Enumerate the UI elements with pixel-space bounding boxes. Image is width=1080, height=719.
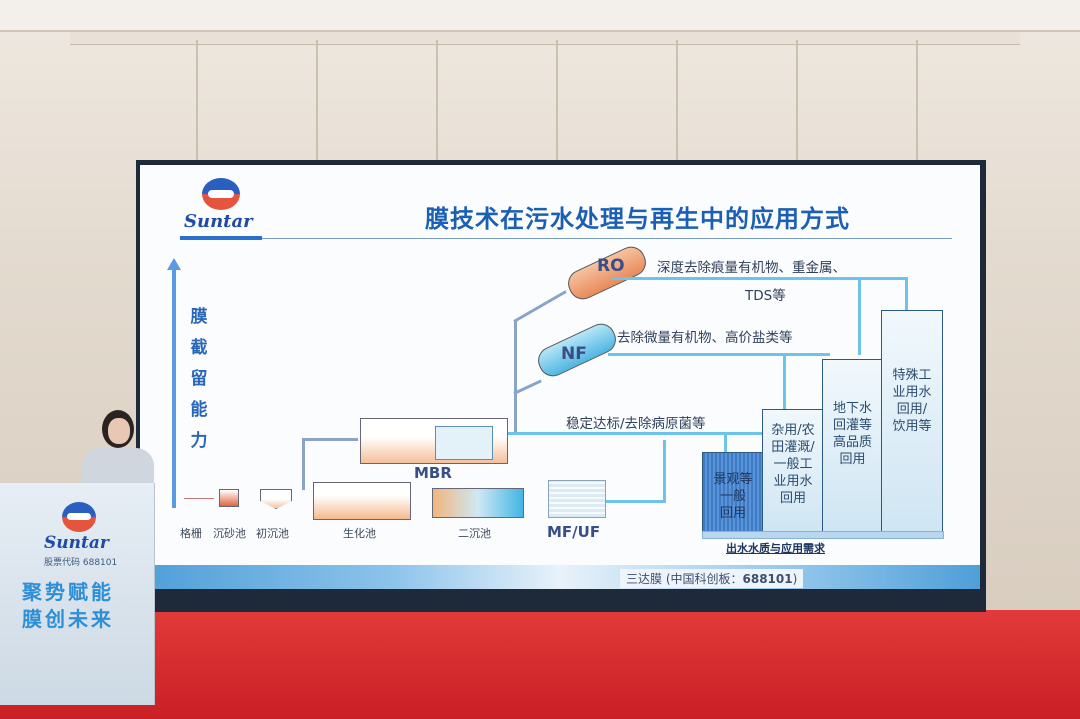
stable-description: 稳定达标/去除病原菌等	[566, 416, 706, 432]
step-bio-tank: 生化池	[343, 527, 376, 540]
footer-stock-code: 688101	[742, 572, 793, 586]
title-rule	[262, 238, 952, 239]
podium-slogan-1: 聚势赋能	[22, 580, 114, 604]
step-primary-clarifier: 初沉池	[256, 527, 289, 540]
column-irrigation-industry: 杂用/农 田灌溉/ 一般工 业用水 回用	[762, 409, 824, 533]
mbr-membrane-module	[435, 426, 493, 460]
to-col1-line	[724, 432, 727, 454]
to-mbr-line	[302, 438, 305, 490]
y-axis-label: 膜 截 留 能 力	[188, 302, 210, 457]
mbr-label: MBR	[414, 464, 452, 482]
y-axis-char: 能	[190, 400, 208, 420]
ro-output-line	[612, 277, 908, 280]
ro-to-col4-line	[905, 277, 908, 313]
to-mbr-arrow	[302, 438, 358, 441]
podium-stock-code: 股票代码 688101	[44, 558, 118, 568]
footer-paren: )	[792, 572, 798, 586]
nf-output-line	[608, 353, 830, 356]
column-landscape-reuse: 景观等 一般 回用	[702, 452, 764, 533]
red-carpet-stage	[0, 610, 1080, 719]
y-axis-arrow-icon	[167, 258, 181, 270]
bio-tank	[313, 482, 411, 520]
column-label: 地下水 回灌等 高品质 回用	[832, 401, 872, 467]
step-grit-chamber: 沉砂池	[213, 527, 246, 540]
y-axis-char: 力	[190, 431, 208, 451]
mfuf-output-line	[605, 500, 666, 503]
y-axis-char: 截	[190, 338, 208, 358]
slide-footer-text: 三达膜 (中国科创板：688101)	[620, 569, 804, 588]
nf-description: 去除微量有机物、高价盐类等	[617, 330, 793, 346]
nf-to-col2-line	[783, 353, 786, 409]
step-secondary-clarifier: 二沉池	[458, 527, 491, 540]
ro-description-line1: 深度去除痕量有机物、重金属、	[657, 260, 846, 276]
y-axis-char: 留	[190, 369, 208, 389]
column-label: 杂用/农 田灌溉/ 一般工 业用水 回用	[771, 423, 815, 506]
mfuf-up-line	[663, 440, 666, 502]
inflow-line	[184, 498, 214, 499]
suntar-logo-icon	[202, 178, 240, 210]
secondary-clarifier	[432, 488, 524, 518]
primary-clarifier	[260, 489, 292, 509]
nf-label: NF	[561, 344, 587, 364]
suntar-logo: Suntar	[180, 175, 265, 245]
y-axis	[172, 266, 176, 508]
speaker-face	[108, 418, 130, 444]
mfuf-label: MF/UF	[547, 523, 601, 541]
wall-molding	[70, 32, 1020, 45]
speaker	[82, 410, 156, 490]
y-axis-char: 膜	[190, 307, 208, 327]
x-axis-label: 出水水质与应用需求	[726, 542, 825, 555]
ceiling	[0, 0, 1080, 32]
slide-title: 膜技术在污水处理与再生中的应用方式	[425, 205, 850, 233]
column-label: 景观等 一般 回用	[713, 472, 753, 521]
footer-company: 三达膜 (中国科创板：	[626, 572, 743, 586]
podium-logo-icon	[62, 502, 96, 532]
brand-name: Suntar	[184, 211, 253, 232]
column-groundwater-recharge: 地下水 回灌等 高品质 回用	[822, 359, 883, 533]
mfuf-module	[548, 480, 606, 518]
column-label: 特殊工 业用水 回用/ 饮用等	[892, 368, 932, 434]
slide-footer-bar	[140, 565, 980, 589]
ro-to-col3-line	[858, 277, 861, 355]
grit-chamber	[219, 489, 239, 507]
mbr-output-line	[508, 432, 764, 435]
podium-brand: Suntar	[44, 533, 109, 553]
column-special-industry-drinking: 特殊工 业用水 回用/ 饮用等	[881, 310, 943, 533]
podium-slogan-2: 膜创未来	[22, 607, 114, 631]
ro-description-line2: TDS等	[745, 288, 786, 304]
step-grille: 格栅	[180, 527, 202, 540]
logo-underline	[180, 236, 262, 240]
feed-line	[514, 320, 517, 435]
ro-label: RO	[597, 256, 625, 276]
x-axis-arrow	[702, 531, 944, 539]
